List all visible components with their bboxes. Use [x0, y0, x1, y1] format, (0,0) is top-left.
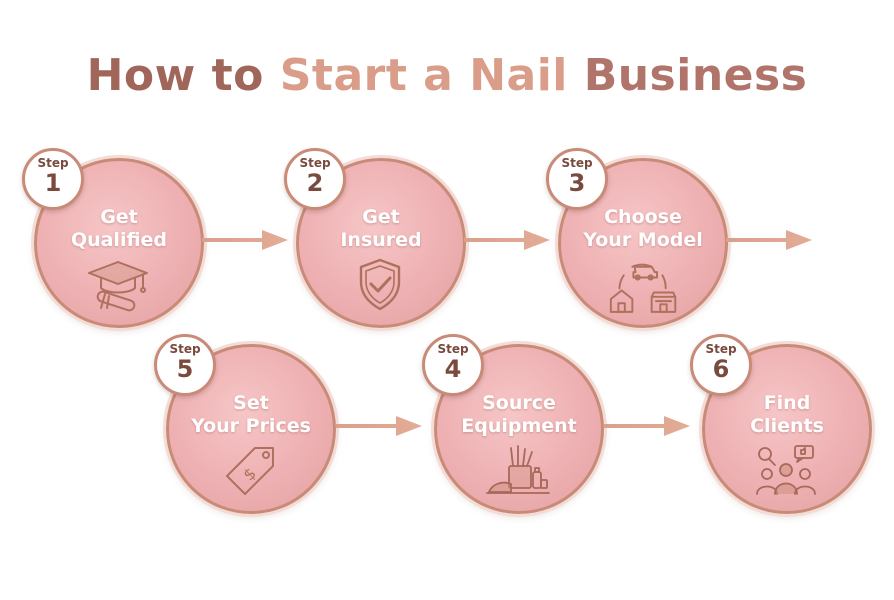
title-part-3: Business — [567, 50, 808, 101]
page-title: How to Start a Nail Business — [0, 54, 894, 98]
home-car-shop-cycle-icon — [609, 263, 677, 313]
step-badge: Step 3 — [546, 148, 608, 210]
step-label: Set Your Prices — [166, 392, 336, 438]
step-label-line-1: Set — [233, 392, 269, 414]
title-part-2: Start a Nail — [279, 50, 568, 101]
step-source-equipment: Source Equipment Step 4 — [422, 334, 604, 514]
shield-check-icon — [359, 258, 401, 311]
step-badge-word: Step — [37, 156, 69, 170]
step-label-line-2: Your Prices — [191, 415, 311, 437]
step-label-line-1: Choose — [604, 206, 682, 228]
people-search-icon — [756, 445, 816, 495]
price-tag-icon: $ — [226, 447, 274, 495]
step-badge: Step 6 — [690, 334, 752, 396]
step-badge: Step 1 — [22, 148, 84, 210]
step-label: Source Equipment — [434, 392, 604, 438]
step-find-clients: Find Clients Step 6 — [690, 334, 872, 514]
step-badge-word: Step — [705, 342, 737, 356]
step-badge-number: 5 — [176, 355, 194, 383]
arrow-right-icon — [726, 230, 812, 250]
arrow-right-icon — [464, 230, 550, 250]
step-label-line-1: Get — [362, 206, 400, 228]
step-badge-word: Step — [437, 342, 469, 356]
graduation-cap-diploma-icon — [88, 261, 148, 312]
step-badge: Step 5 — [154, 334, 216, 396]
step-label-line-1: Get — [100, 206, 138, 228]
step-badge-word: Step — [561, 156, 593, 170]
arrow-right-icon — [336, 416, 422, 436]
title-part-1: How to — [86, 50, 280, 101]
step-label-line-2: Equipment — [461, 415, 577, 437]
step-label-line-2: Qualified — [70, 229, 168, 251]
step-get-insured: Get Insured Step 2 — [284, 148, 466, 328]
step-label-line-2: Clients — [750, 415, 824, 437]
step-label: Choose Your Model — [558, 206, 728, 252]
step-badge-number: 4 — [444, 355, 462, 383]
step-badge-number: 3 — [568, 169, 586, 197]
nail-tools-icon — [486, 445, 550, 494]
step-label: Get Insured — [296, 206, 466, 252]
arrow-right-icon — [202, 230, 288, 250]
arrow-right-icon — [604, 416, 690, 436]
step-get-qualified: Get Qualified Step 1 — [22, 148, 204, 328]
step-choose-your-model: Choose Your Model Step 3 — [546, 148, 728, 328]
step-label: Get Qualified — [34, 206, 204, 252]
step-badge: Step 4 — [422, 334, 484, 396]
step-label-line-2: Your Model — [583, 229, 703, 251]
step-badge-word: Step — [169, 342, 201, 356]
step-label-line-1: Find — [763, 392, 811, 414]
step-badge: Step 2 — [284, 148, 346, 210]
step-label-line-1: Source — [482, 392, 556, 414]
step-label: Find Clients — [702, 392, 872, 438]
step-badge-number: 2 — [306, 169, 324, 197]
step-badge-number: 6 — [712, 355, 730, 383]
step-label-line-2: Insured — [340, 229, 422, 251]
step-set-your-prices: Set Your Prices $ Step 5 — [154, 334, 336, 514]
step-badge-word: Step — [299, 156, 331, 170]
step-badge-number: 1 — [44, 169, 62, 197]
